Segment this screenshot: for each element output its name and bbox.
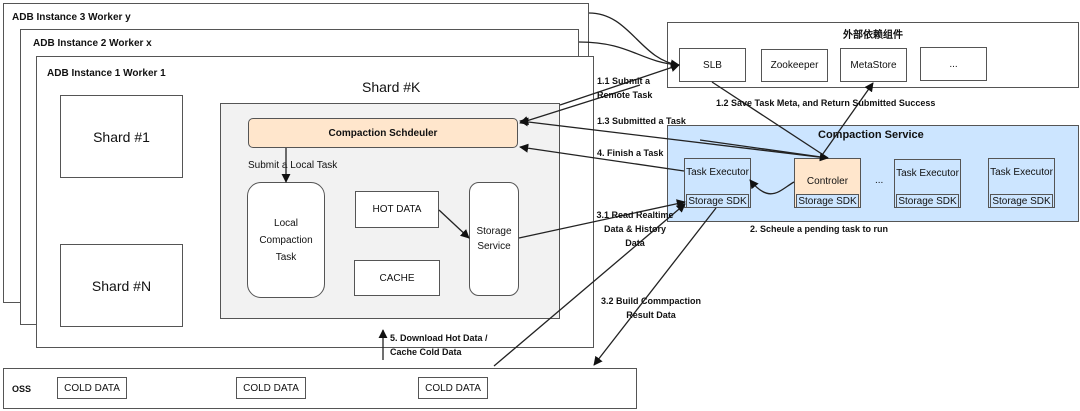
external-deps-title: 外部依赖组件 bbox=[843, 30, 903, 41]
label-1-3: 1.3 Submitted a Task bbox=[597, 116, 686, 126]
executor-ellipsis: ... bbox=[875, 175, 884, 186]
oss-label: OSS bbox=[12, 384, 32, 394]
cold-data-1: COLD DATA bbox=[57, 377, 127, 399]
storage-sdk-1: Storage SDK bbox=[686, 194, 749, 208]
cache-box: CACHE bbox=[354, 260, 440, 296]
label-1-2: 1.2 Save Task Meta, and Return Submitted… bbox=[716, 98, 936, 108]
compaction-scheduler[interactable]: Compaction Schdeuler bbox=[248, 118, 518, 148]
shard-k-title: Shard #K bbox=[362, 79, 421, 95]
compaction-service-title: Compaction Service bbox=[818, 129, 924, 141]
cold-data-2: COLD DATA bbox=[236, 377, 306, 399]
task-executor-1-label: Task Executor bbox=[686, 167, 749, 178]
storage-service: Storage Service bbox=[469, 182, 519, 296]
instance-3-to-slb-curve bbox=[588, 12, 680, 69]
storage-sdk-2: Storage SDK bbox=[896, 194, 959, 208]
label-1-1: 1.1 Submit a Remote Task bbox=[597, 76, 653, 100]
metastore-component: MetaStore bbox=[840, 48, 907, 82]
local-compaction-task: Local Compaction Task bbox=[247, 182, 325, 298]
instance-3-label: ADB Instance 3 Worker y bbox=[12, 12, 131, 23]
submit-local-task-label: Submit a Local Task bbox=[248, 160, 338, 171]
label-3-2: 3.2 Build Commpaction Result Data bbox=[600, 296, 701, 320]
more-component: ... bbox=[920, 47, 987, 81]
storage-sdk-3: Storage SDK bbox=[990, 194, 1053, 208]
hot-data-box: HOT DATA bbox=[355, 191, 439, 228]
cold-data-3: COLD DATA bbox=[418, 377, 488, 399]
shard-last: Shard #N bbox=[60, 244, 183, 327]
task-executor-2-label: Task Executor bbox=[896, 168, 959, 179]
zookeeper-component: Zookeeper bbox=[761, 49, 828, 82]
label-2: 2. Scheule a pending task to run bbox=[750, 224, 889, 234]
shard-first: Shard #1 bbox=[60, 95, 183, 178]
controller-label: Controler bbox=[806, 176, 849, 187]
label-4: 4. Finish a Task bbox=[597, 148, 664, 158]
instance-2-label: ADB Instance 2 Worker x bbox=[33, 38, 152, 49]
instance-2-to-slb-curve bbox=[578, 41, 680, 66]
slb-component: SLB bbox=[679, 48, 746, 82]
label-5: 5. Download Hot Data / Cache Cold Data bbox=[390, 333, 488, 357]
storage-sdk-controller: Storage SDK bbox=[796, 194, 859, 208]
local-compaction-task-label: Local Compaction Task bbox=[259, 217, 313, 263]
task-executor-3-label: Task Executor bbox=[990, 167, 1053, 178]
instance-1-label: ADB Instance 1 Worker 1 bbox=[47, 68, 166, 79]
label-3-1: 3.1 Read Realtime Data & History Data bbox=[596, 210, 674, 248]
compaction-scheduler-label: Compaction Schdeuler bbox=[328, 127, 438, 139]
storage-service-label: Storage Service bbox=[476, 226, 512, 252]
